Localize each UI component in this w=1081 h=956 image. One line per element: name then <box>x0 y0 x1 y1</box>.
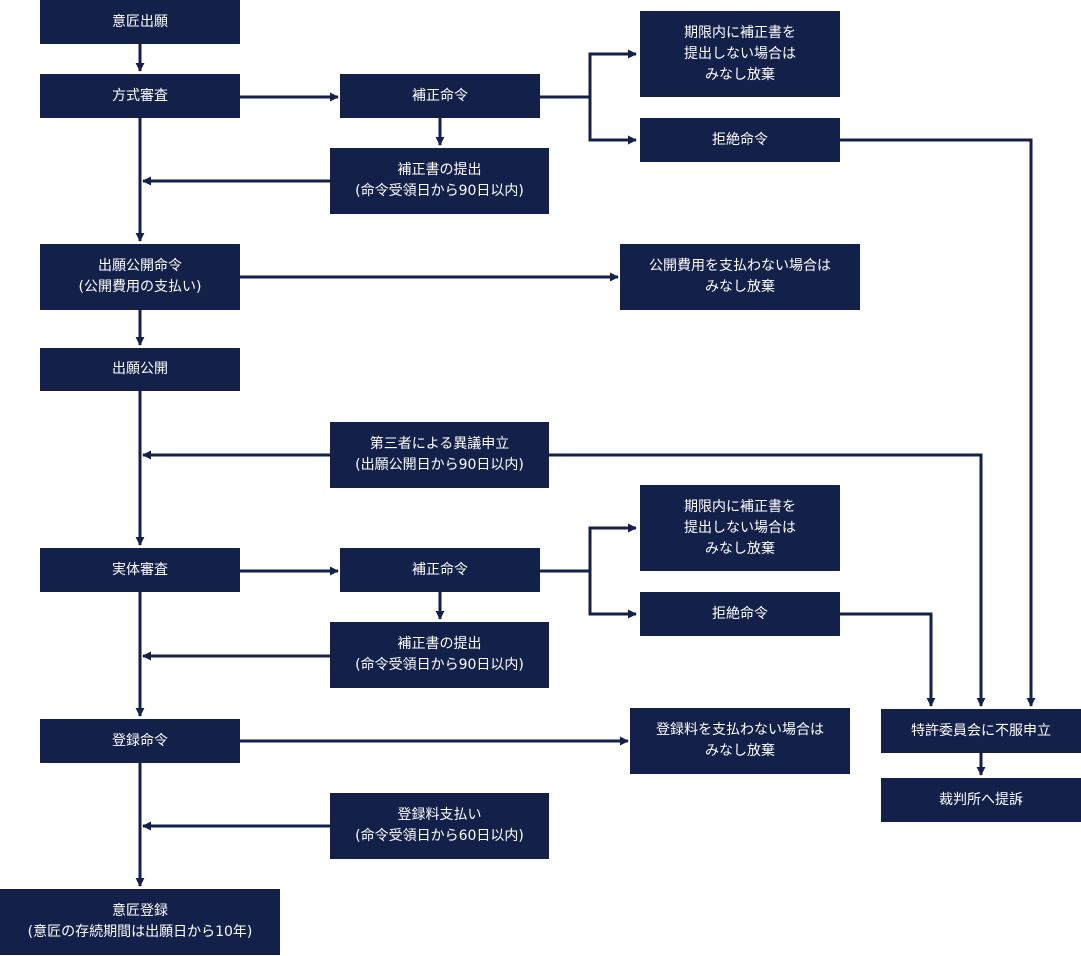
opposition-line-1: 第三者による異議申立 <box>369 436 510 452</box>
abandon-1-line-1: 期限内に補正書を <box>684 24 796 41</box>
substantive-exam-line-1: 実体審査 <box>112 561 168 578</box>
amend-order-box-2: 補正命令 <box>340 548 540 592</box>
abandon-2-line-3: みなし放棄 <box>705 540 775 557</box>
application-line-1: 意匠出願 <box>112 13 168 30</box>
amend-order-box-1: 補正命令 <box>340 74 540 118</box>
registration-line-1: 意匠登録 <box>112 903 168 919</box>
abandon-2-line-1: 期限内に補正書を <box>684 498 796 515</box>
publication-line-1: 出願公開 <box>112 361 168 377</box>
rejection-1-line-1: 拒絶命令 <box>712 131 768 148</box>
split-amend2 <box>540 523 637 573</box>
registration-box: 意匠登録 (意匠の存続期間は出願日から10年) <box>0 889 280 955</box>
arrow-reject2-to-appeal <box>840 612 936 707</box>
abandon-box-2: 期限内に補正書を 提出しない場合は みなし放棄 <box>640 485 840 571</box>
reg-order-box: 登録命令 <box>40 719 240 763</box>
application-box: 意匠出願 <box>40 0 240 44</box>
abandon-1-line-3: みなし放棄 <box>705 66 775 83</box>
pub-order-line-2: (公開費用の支払い) <box>78 279 202 295</box>
pub-order-box: 出願公開命令 (公開費用の支払い) <box>40 244 240 310</box>
rejection-box-2: 拒絶命令 <box>640 592 840 636</box>
reg-fee-line-2: (命令受領日から60日以内) <box>355 828 524 844</box>
arrow-opposition-to-appeal <box>549 453 986 707</box>
reg-fee-box: 登録料支払い (命令受領日から60日以内) <box>330 793 549 859</box>
reg-abandon-line-2: みなし放棄 <box>705 743 775 759</box>
abandon-box-1: 期限内に補正書を 提出しない場合は みなし放棄 <box>640 11 840 97</box>
rejection-box-1: 拒絶命令 <box>640 118 840 162</box>
formality-exam-line-1: 方式審査 <box>112 87 168 104</box>
formality-exam-box: 方式審査 <box>40 74 240 118</box>
submit-amend-box-1: 補正書の提出 (命令受領日から90日以内) <box>330 148 549 214</box>
split-amend1 <box>540 49 637 99</box>
rejection-2-line-1: 拒絶命令 <box>712 605 768 622</box>
abandon-1-line-2: 提出しない場合は <box>684 45 796 62</box>
pub-abandon-line-2: みなし放棄 <box>705 279 775 295</box>
pub-abandon-line-1: 公開費用を支払わない場合は <box>649 258 831 274</box>
amend-order-2-line-1: 補正命令 <box>412 561 468 578</box>
split-amend1-reject <box>588 97 637 145</box>
submit-amend-1-line-1: 補正書の提出 <box>397 162 482 178</box>
reg-abandon-line-1: 登録料を支払わない場合は <box>656 722 824 738</box>
substantive-exam-box: 実体審査 <box>40 548 240 592</box>
submit-amend-2-line-1: 補正書の提出 <box>397 636 482 652</box>
reg-abandon-box: 登録料を支払わない場合は みなし放棄 <box>630 708 850 774</box>
pub-abandon-box: 公開費用を支払わない場合は みなし放棄 <box>620 244 860 310</box>
appeal-box: 特許委員会に不服申立 <box>881 709 1081 753</box>
reg-fee-line-1: 登録料支払い <box>397 807 482 823</box>
court-box: 裁判所へ提訴 <box>881 778 1081 822</box>
submit-amend-box-2: 補正書の提出 (命令受領日から90日以内) <box>330 622 549 688</box>
court-line-1: 裁判所へ提訴 <box>939 791 1023 808</box>
amend-order-1-line-1: 補正命令 <box>412 87 468 104</box>
arrow-reject1-to-appeal <box>840 138 1036 707</box>
registration-line-2: (意匠の存続期間は出願日から10年) <box>27 924 253 940</box>
submit-amend-1-line-2: (命令受領日から90日以内) <box>355 183 524 199</box>
publication-box: 出願公開 <box>40 348 240 391</box>
pub-order-line-1: 出願公開命令 <box>98 258 182 274</box>
abandon-2-line-2: 提出しない場合は <box>684 519 796 536</box>
split-amend2-reject <box>588 571 637 619</box>
appeal-line-1: 特許委員会に不服申立 <box>911 722 1051 739</box>
submit-amend-2-line-2: (命令受領日から90日以内) <box>355 657 524 673</box>
opposition-box: 第三者による異議申立 (出願公開日から90日以内) <box>330 422 549 488</box>
reg-order-line-1: 登録命令 <box>112 732 168 749</box>
opposition-line-2: (出願公開日から90日以内) <box>355 457 524 473</box>
